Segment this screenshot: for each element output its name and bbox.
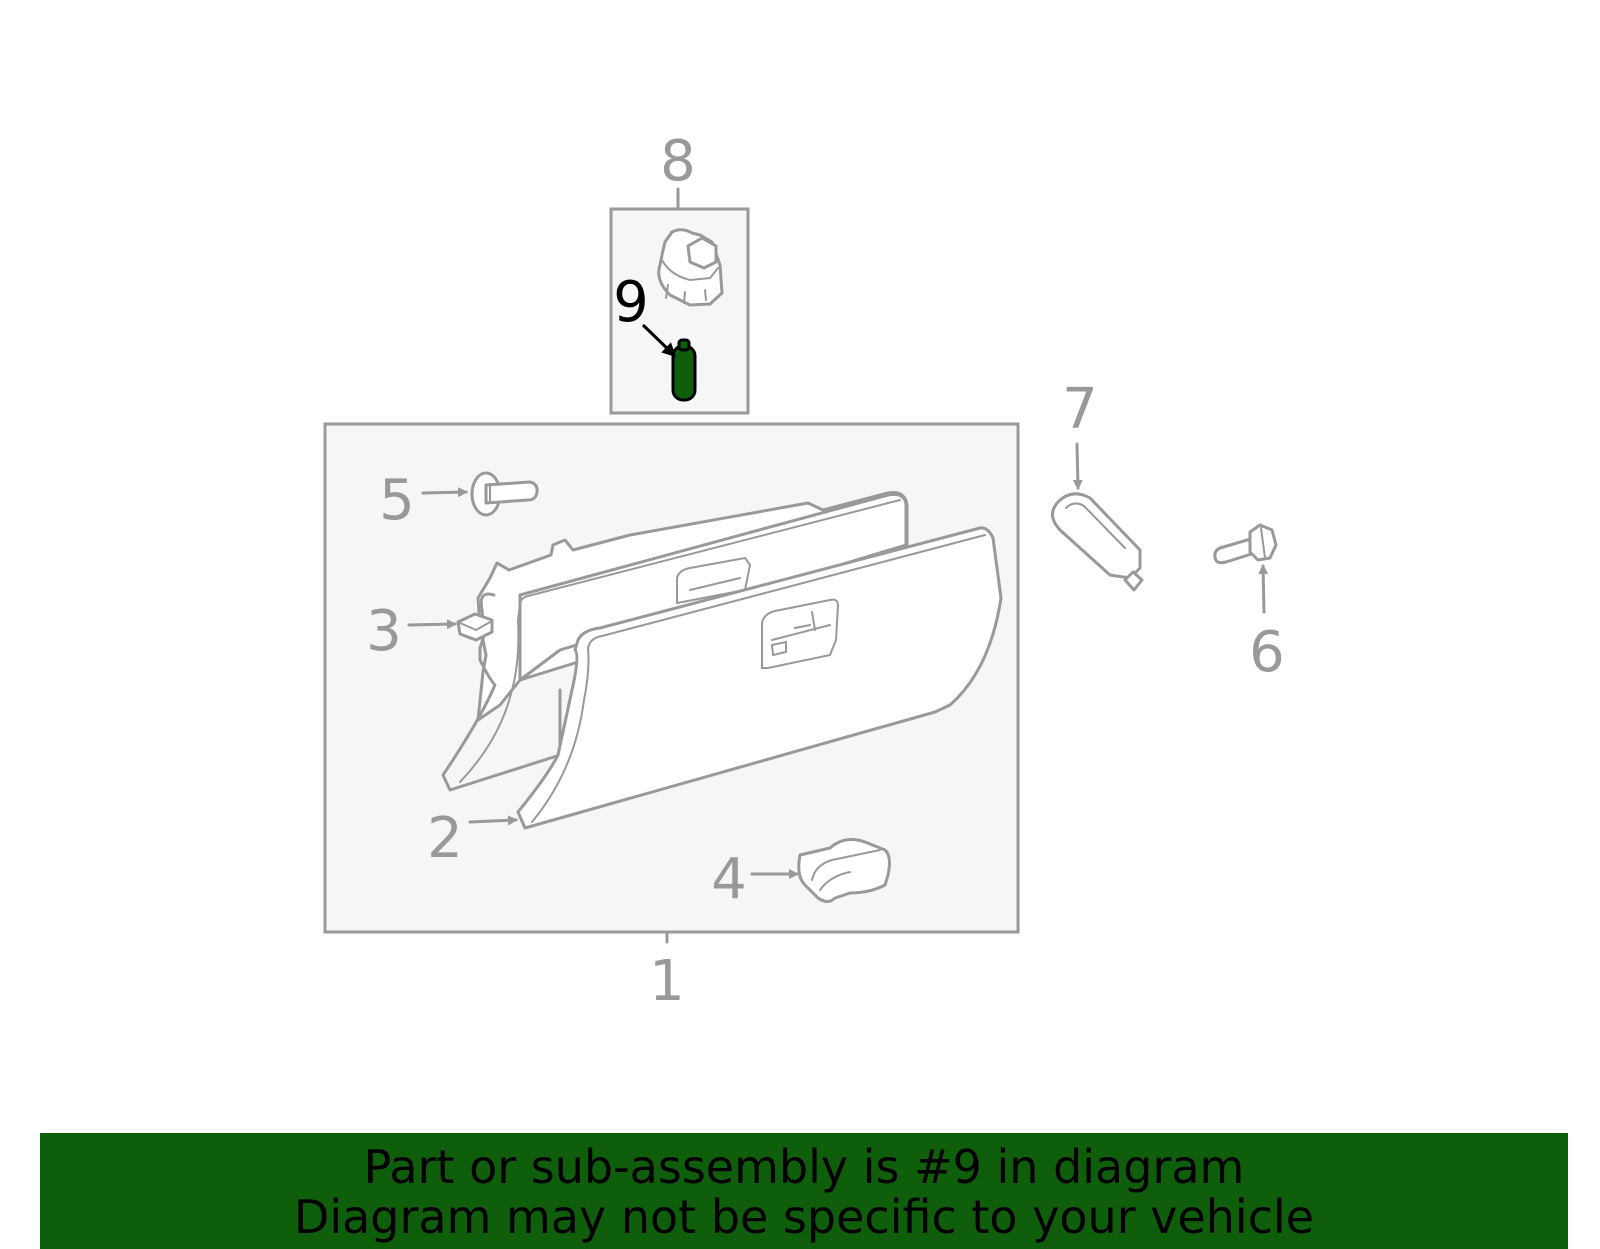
callout-5: 5 [379, 468, 415, 533]
banner-line-1: Part or sub-assembly is #9 in diagram [363, 1140, 1245, 1194]
callout-8: 8 [660, 129, 696, 194]
part-9-bulb [671, 338, 697, 402]
part-8-lamp [657, 228, 724, 307]
callout-4: 4 [711, 847, 747, 912]
info-banner: Part or sub-assembly is #9 in diagram Di… [40, 1133, 1568, 1249]
part-5-clip [470, 471, 539, 517]
part-6-screw [1213, 523, 1278, 565]
callout-9: 9 [613, 270, 649, 335]
part-4-latch [797, 838, 891, 903]
part-3-clip [456, 612, 494, 642]
callout-7: 7 [1062, 377, 1098, 442]
part-7-damper [1051, 492, 1144, 592]
banner-line-2: Diagram may not be specific to your vehi… [293, 1190, 1315, 1244]
callout-6: 6 [1249, 620, 1285, 685]
callout-2: 2 [427, 806, 463, 871]
glove-box-door [516, 526, 1003, 830]
callout-3: 3 [366, 599, 402, 664]
leader-lines [407, 323, 1269, 879]
callout-1: 1 [649, 949, 685, 1014]
